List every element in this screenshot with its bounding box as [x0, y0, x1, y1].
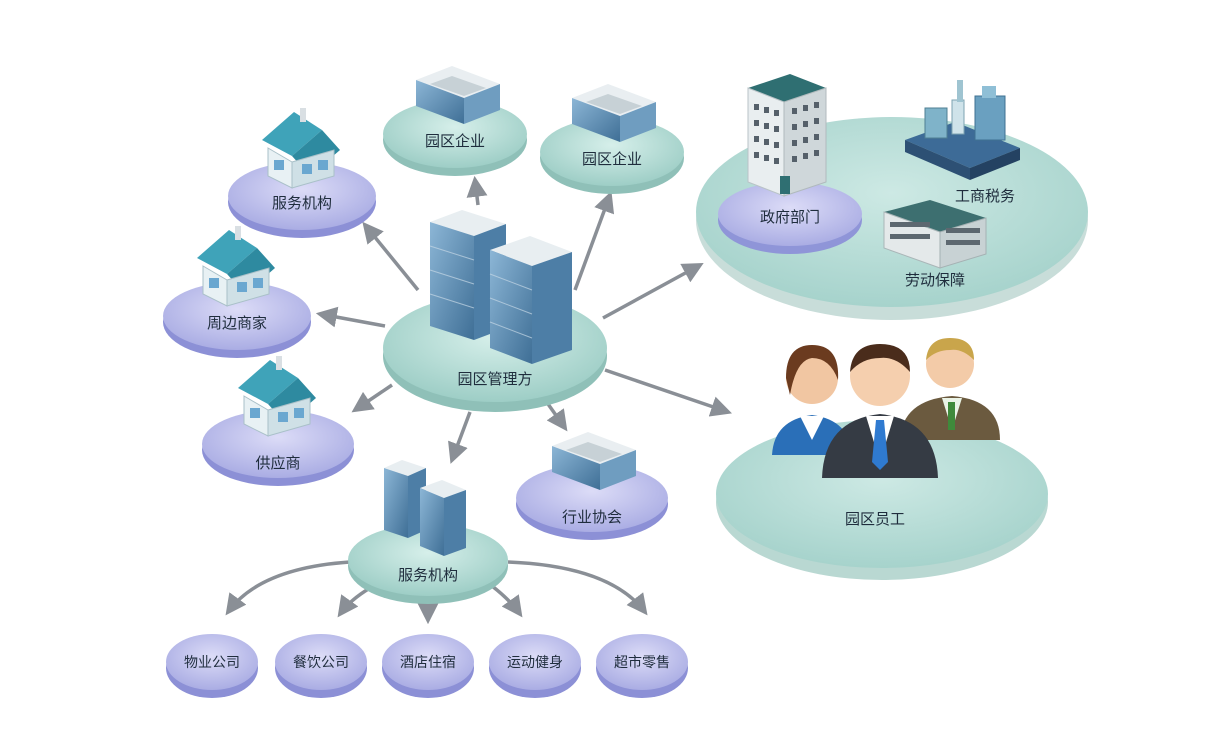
park-enterprise-node-1: 园区企业 [383, 66, 527, 176]
arrow-to-nearby-merchants [315, 306, 386, 328]
service-org-bottom-label: 服务机构 [398, 566, 458, 584]
arrow-to-service-org-top [362, 221, 420, 292]
office-block-icon [552, 432, 636, 490]
house-icon [238, 356, 316, 437]
employees-people-icon [772, 338, 1000, 478]
nearby-merchants-node: 周边商家 [163, 226, 311, 358]
arrow-to-park-enterprise-2 [573, 191, 615, 291]
arrow-to-government [602, 262, 704, 320]
labor-security-label: 劳动保障 [905, 271, 965, 289]
labor-security-building-icon [883, 200, 987, 269]
nearby-merchants-label: 周边商家 [207, 314, 267, 332]
arrow-to-fitness [490, 584, 523, 618]
service-item-label: 餐饮公司 [293, 655, 349, 671]
arrow-to-service-org-bottom [448, 411, 472, 464]
industry-association-label: 行业协会 [562, 508, 622, 526]
government-cluster: 政府部门 工商税务 劳动保障 [696, 74, 1088, 320]
supplier-node: 供应商 [202, 356, 354, 486]
arrow-to-catering-co [337, 586, 371, 618]
office-block-icon [572, 84, 656, 142]
hub-node: 园区管理方 [383, 210, 607, 412]
government-node [718, 182, 862, 246]
service-item-supermarket: 超市零售 [596, 634, 688, 698]
commerce-tax-factory-icon [905, 80, 1020, 180]
park-enterprise-1-label: 园区企业 [425, 132, 485, 150]
twin-tower-icon [384, 460, 466, 556]
service-item-label: 物业公司 [184, 655, 240, 671]
employees-cluster: 园区员工 [716, 338, 1048, 580]
arrow-to-supplier [351, 383, 393, 413]
office-block-icon [416, 66, 500, 124]
service-item-fitness: 运动健身 [489, 634, 581, 698]
house-icon [197, 226, 275, 307]
service-item-label: 超市零售 [614, 654, 670, 671]
service-org-top-label: 服务机构 [272, 194, 332, 212]
service-org-bottom-node: 服务机构 [348, 460, 508, 604]
government-building-icon [747, 74, 827, 197]
arrow-to-employees [604, 368, 732, 417]
government-label: 政府部门 [760, 208, 820, 226]
employees-label: 园区员工 [845, 510, 905, 528]
house-icon [262, 108, 340, 189]
commerce-tax-label: 工商税务 [955, 187, 1015, 205]
hub-label: 园区管理方 [457, 370, 532, 388]
park-enterprise-node-2: 园区企业 [540, 84, 684, 194]
service-item-label: 运动健身 [507, 655, 563, 671]
arrow-to-industry-association [546, 402, 568, 432]
arrow-to-park-enterprise-1 [466, 175, 488, 206]
twin-tower-icon [429, 210, 572, 364]
employees-node [716, 420, 1048, 568]
service-org-top-node: 服务机构 [228, 108, 376, 238]
industry-association-node: 行业协会 [516, 432, 668, 540]
service-item-property: 物业公司 [166, 634, 258, 698]
service-item-hotel: 酒店住宿 [382, 634, 474, 698]
service-item-label: 酒店住宿 [400, 654, 456, 671]
supplier-label: 供应商 [255, 454, 300, 472]
arrow-to-supermarket [507, 560, 648, 616]
arrow-to-property-co [225, 560, 351, 616]
service-item-catering: 餐饮公司 [275, 634, 367, 698]
park-enterprise-2-label: 园区企业 [582, 150, 642, 168]
